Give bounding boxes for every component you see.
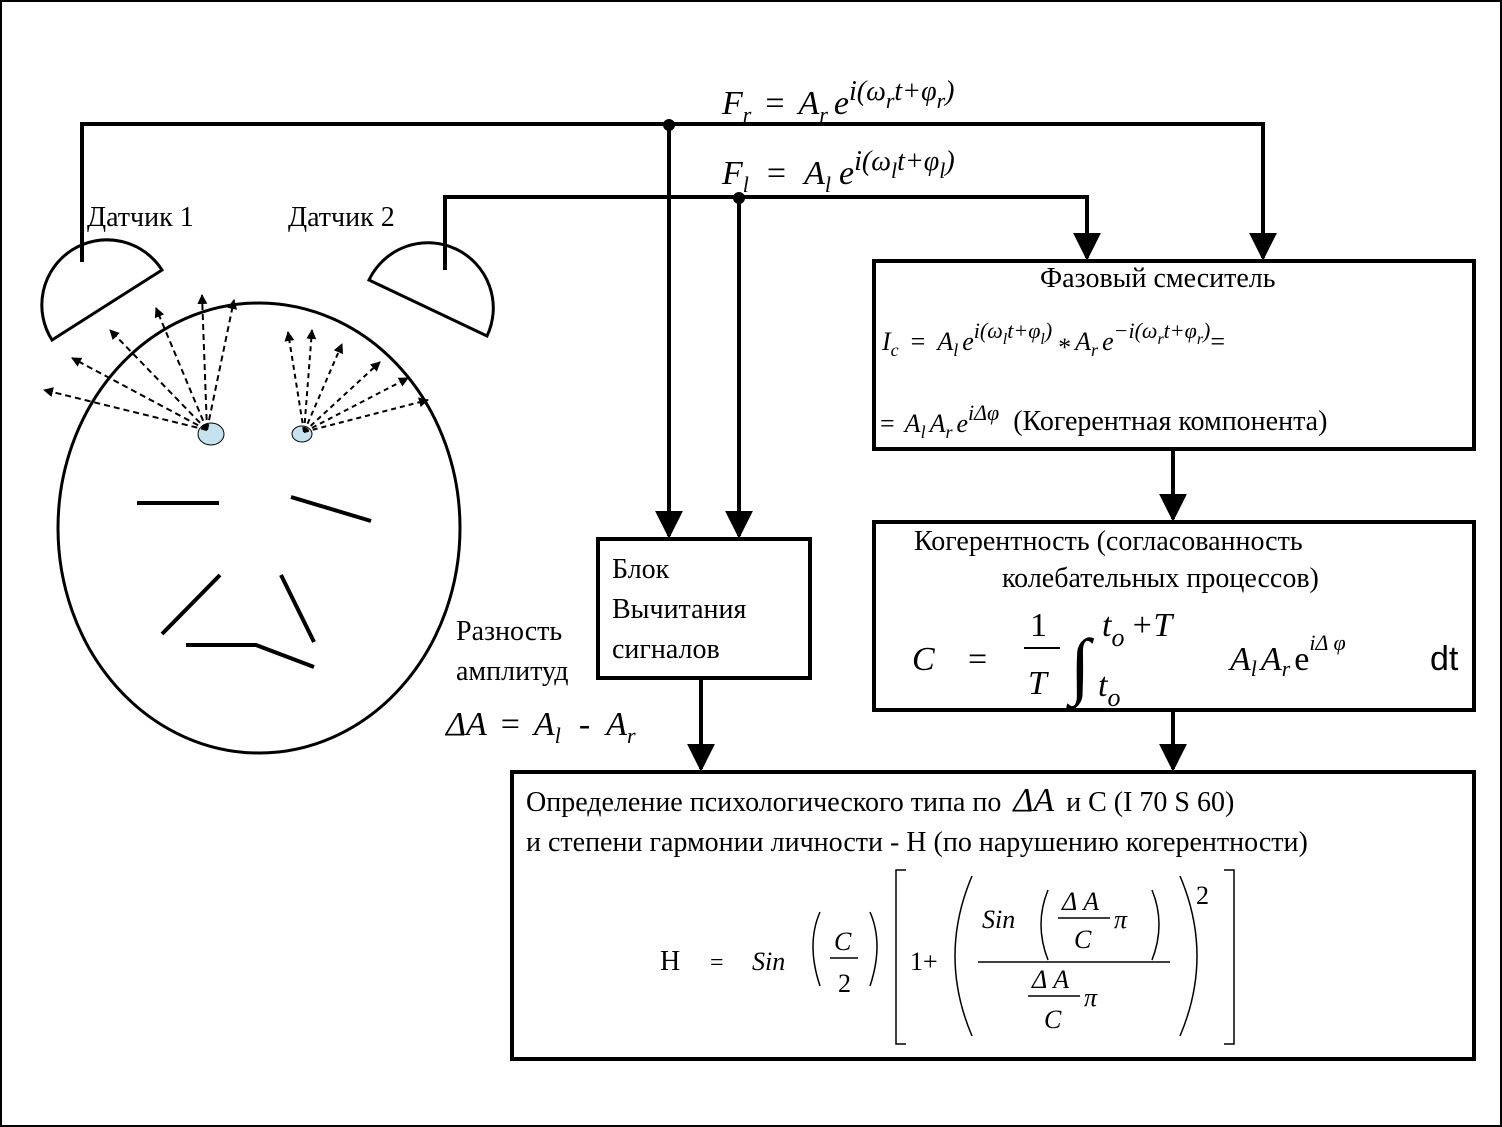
result-line-2: и степени гармонии личности - Н (по нару…: [526, 827, 1308, 858]
emission-rays-2: [284, 329, 429, 433]
phase-mixer-box: [872, 259, 1476, 451]
amplitude-diff-formula: ΔA=Al-Ar: [444, 706, 636, 748]
svg-text:C: C: [1044, 1005, 1062, 1034]
amplitude-diff-line-2: амплитуд: [456, 656, 568, 687]
head-drawing: [40, 238, 495, 755]
svg-text:C: C: [834, 927, 852, 956]
svg-text:π: π: [1114, 905, 1128, 934]
svg-text:Sin: Sin: [982, 905, 1015, 934]
svg-text:to+T: to+T: [1102, 607, 1174, 652]
junction-fr: [663, 119, 675, 131]
amplitude-diff-line-1: Разность: [456, 616, 562, 647]
coherence-box: [872, 520, 1476, 712]
sensor-2-cap: [366, 241, 495, 338]
svg-text:Н: Н: [660, 946, 680, 977]
sensor-1-cap: [40, 238, 165, 343]
svg-text:C: C: [912, 641, 935, 678]
svg-text:Sin: Sin: [752, 947, 785, 976]
nose-right: [279, 574, 316, 643]
svg-text:dt: dt: [1430, 640, 1459, 678]
mouth: [186, 643, 315, 669]
subtract-block-line-3: сигналов: [612, 634, 720, 665]
sensor-2-label: Датчик 2: [288, 202, 395, 233]
nose-left: [160, 573, 222, 636]
svg-text:2: 2: [1196, 881, 1209, 910]
svg-text:Δ A: Δ A: [1031, 965, 1069, 994]
svg-text:1: 1: [1030, 607, 1047, 644]
right-eyebrow: [290, 495, 372, 523]
coherence-title-1: Когерентность (согласованность: [914, 526, 1303, 557]
emission-rays-1: [43, 294, 238, 431]
subtract-block-line-1: Блок: [612, 554, 670, 585]
subtract-block-box: [596, 537, 812, 680]
svg-text:=: =: [710, 950, 724, 976]
svg-text:T: T: [1028, 665, 1049, 702]
coherence-title-2: колебательных процессов): [1002, 563, 1319, 594]
emitter-2: [291, 425, 313, 443]
wire-fl: [443, 195, 1101, 270]
harmony-formula: Н = Sin C 2 1+ Sin Δ A C π Δ A C π 2: [660, 869, 1235, 1045]
svg-text:=: =: [968, 641, 987, 678]
emitter-1: [197, 422, 225, 446]
junction-fl: [733, 192, 745, 204]
subtract-block-line-2: Вычитания: [612, 594, 747, 625]
svg-text:1+: 1+: [910, 947, 938, 976]
phase-mixer-title: Фазовый смеситель: [1040, 263, 1276, 294]
svg-text:2: 2: [838, 969, 851, 998]
result-box: [510, 770, 1476, 1061]
svg-text:Δ A: Δ A: [1061, 887, 1099, 916]
svg-text:C: C: [1074, 925, 1092, 954]
svg-text:to: to: [1098, 667, 1120, 712]
sensor-1-label: Датчик 1: [87, 202, 194, 233]
svg-text:π: π: [1084, 983, 1098, 1012]
head-outline: [56, 301, 462, 755]
integral-sign: ∫: [1066, 625, 1095, 710]
